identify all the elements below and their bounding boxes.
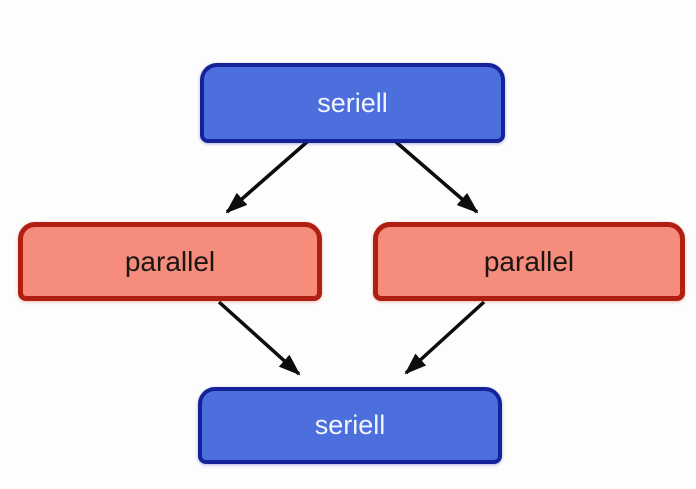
node-seriell-top: seriell bbox=[200, 63, 505, 143]
arrow-seriell-top-to-parallel-left bbox=[225, 140, 309, 214]
arrow-seriell-top-to-parallel-right bbox=[394, 140, 479, 214]
node-parallel-left-label: parallel bbox=[124, 245, 216, 277]
node-seriell-bottom-label: seriell bbox=[314, 410, 386, 440]
arrow-parallel-right-to-seriell-bottom bbox=[404, 300, 486, 375]
node-seriell-bottom: seriell bbox=[198, 387, 502, 464]
node-parallel-right: parallel bbox=[373, 222, 685, 301]
node-seriell-top-label: seriell bbox=[317, 87, 388, 118]
arrow-parallel-left-to-seriell-bottom bbox=[217, 300, 301, 376]
node-parallel-right-label: parallel bbox=[483, 245, 575, 277]
node-parallel-left: parallel bbox=[18, 222, 322, 301]
